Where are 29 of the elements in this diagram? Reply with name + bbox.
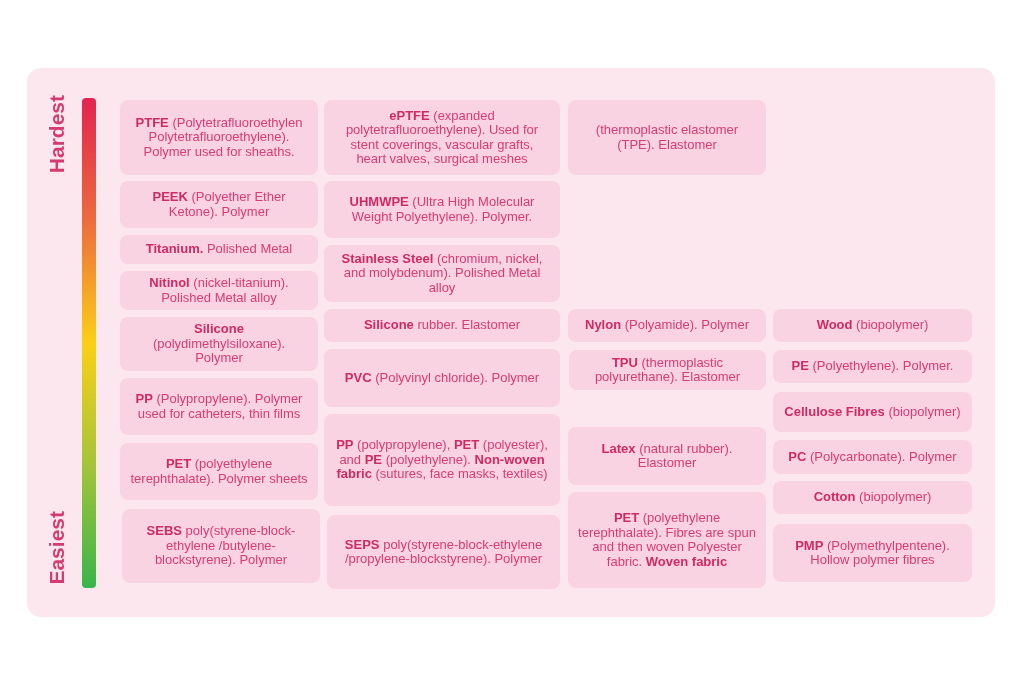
material-description: (thermoplastic elastomer (TPE). Elastomer bbox=[594, 123, 740, 152]
hardness-scale-label: Easiest bbox=[46, 511, 68, 585]
material-description: Silicone (polydimethylsiloxane). Polymer bbox=[151, 322, 287, 366]
material-description: Titanium. Polished Metal bbox=[145, 242, 293, 257]
material-description: UHMWPE (Ultra High Molecular Weight Polyethylene). Polymer. bbox=[348, 195, 536, 224]
material-description: ePTFE (expanded polytetrafluoroethylene). Used for stent coverings, vascular grafts, heart valves, surgical meshes bbox=[344, 108, 540, 167]
material-description: PVC (Polyvinyl chloride). Polymer bbox=[344, 370, 540, 386]
material-description: PTFE (Polytetrafluoroethylen Polytetrafluoroethylene). Polymer used for sheaths. bbox=[134, 115, 304, 160]
material-description: Cellulose Fibres (biopolymer) bbox=[784, 404, 961, 420]
material-description: TPU (thermoplastic polyurethane). Elastomer bbox=[593, 355, 742, 385]
material-description: PET (polyethylene terephthalate). Polymer sheets bbox=[130, 457, 308, 486]
material-description: Stainless Steel (chromium, nickel, and molybdenum). Polished Metal alloy bbox=[340, 251, 544, 296]
material-description: SEBS poly(styrene-block-ethylene /butylene-blockstyrene). Polymer bbox=[145, 524, 297, 568]
material-description: Wood (biopolymer) bbox=[816, 318, 929, 333]
material-description: PET (polyethylene terephthalate). Fibres are spun and then woven Polyester fabric. Woven fabric bbox=[578, 511, 756, 569]
material-description: Cotton (biopolymer) bbox=[813, 490, 932, 505]
material-description: SEPS poly(styrene-block-ethylene /propylene-blockstyrene). Polymer bbox=[343, 537, 544, 567]
material-description: Nylon (Polyamide). Polymer bbox=[585, 318, 749, 333]
material-description: PP (Polypropylene). Polymer used for catheters, thin films bbox=[134, 392, 304, 421]
hardness-scale-label: Hardest bbox=[46, 95, 68, 174]
material-description: PC (Polycarbonate). Polymer bbox=[788, 449, 957, 465]
material-description: PP (polypropylene), PET (polyester), and PE (polyethylene). Non-woven fabric (sutures, face masks, textiles) bbox=[335, 438, 549, 482]
material-description: PMP (Polymethylpentene). Hollow polymer fibres bbox=[794, 538, 951, 568]
material-description: Latex (natural rubber). Elastomer bbox=[600, 441, 734, 471]
material-description: PEEK (Polyether Ether Ketone). Polymer bbox=[151, 190, 287, 219]
material-description: Nitinol (nickel-titanium). Polished Metal alloy bbox=[148, 276, 290, 305]
material-description: PE (Polyethylene). Polymer. bbox=[791, 359, 954, 374]
hardness-gradient-bar bbox=[82, 98, 96, 588]
material-description: Silicone rubber. Elastomer bbox=[363, 318, 521, 333]
